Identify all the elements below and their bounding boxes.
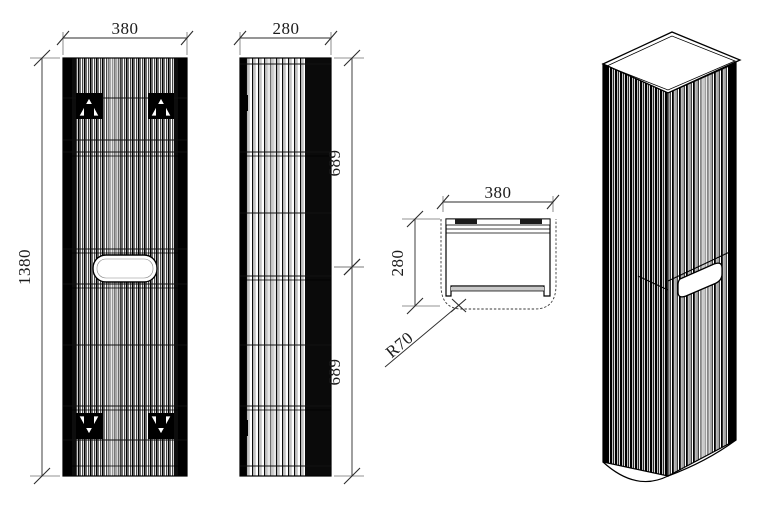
plan-width-label: 380	[485, 183, 512, 202]
iso-handle	[677, 262, 723, 298]
side-depth-dimension: 280	[233, 19, 338, 55]
plan-corner-radius-dimension: R70	[382, 298, 467, 368]
plan-outer-profile	[440, 219, 557, 310]
iso-door-split-left	[637, 275, 669, 291]
side-lower-height-label: 689	[325, 359, 344, 386]
hinge-top-left	[76, 93, 102, 119]
side-lower-height-dimension: 689	[325, 258, 364, 485]
plan-width-dimension: 380	[436, 183, 560, 212]
side-view: 280	[233, 19, 364, 485]
hinge-top-right	[148, 93, 174, 119]
iso-bottom-right-edge	[667, 439, 737, 477]
plan-depth-label: 280	[388, 250, 407, 277]
side-shelf-lines	[240, 63, 331, 467]
plan-depth-dimension: 280	[388, 210, 440, 315]
iso-side-face	[603, 64, 668, 476]
hinge-bottom-left	[76, 413, 102, 439]
side-depth-label: 280	[273, 19, 300, 38]
front-view: 380 1380	[15, 19, 194, 485]
front-height-label: 1380	[15, 249, 34, 285]
side-upper-height-label: 689	[325, 150, 344, 177]
front-height-dimension: 1380	[15, 49, 60, 485]
side-cabinet-body	[240, 58, 331, 476]
iso-door-split-right	[667, 248, 737, 282]
iso-top-inner-edge	[605, 35, 737, 91]
plan-carcass	[445, 218, 551, 297]
side-hinge-upper	[243, 95, 248, 111]
hinge-bottom-right	[148, 413, 174, 439]
plan-corner-radius-label: R70	[382, 328, 417, 362]
side-hinge-lower	[243, 420, 248, 436]
front-handle	[92, 254, 158, 283]
iso-bottom-left-edge	[602, 461, 669, 483]
iso-view	[601, 31, 742, 483]
front-width-dimension: 380	[56, 19, 194, 55]
plan-view: 380 280	[382, 183, 560, 368]
front-width-label: 380	[112, 19, 139, 38]
